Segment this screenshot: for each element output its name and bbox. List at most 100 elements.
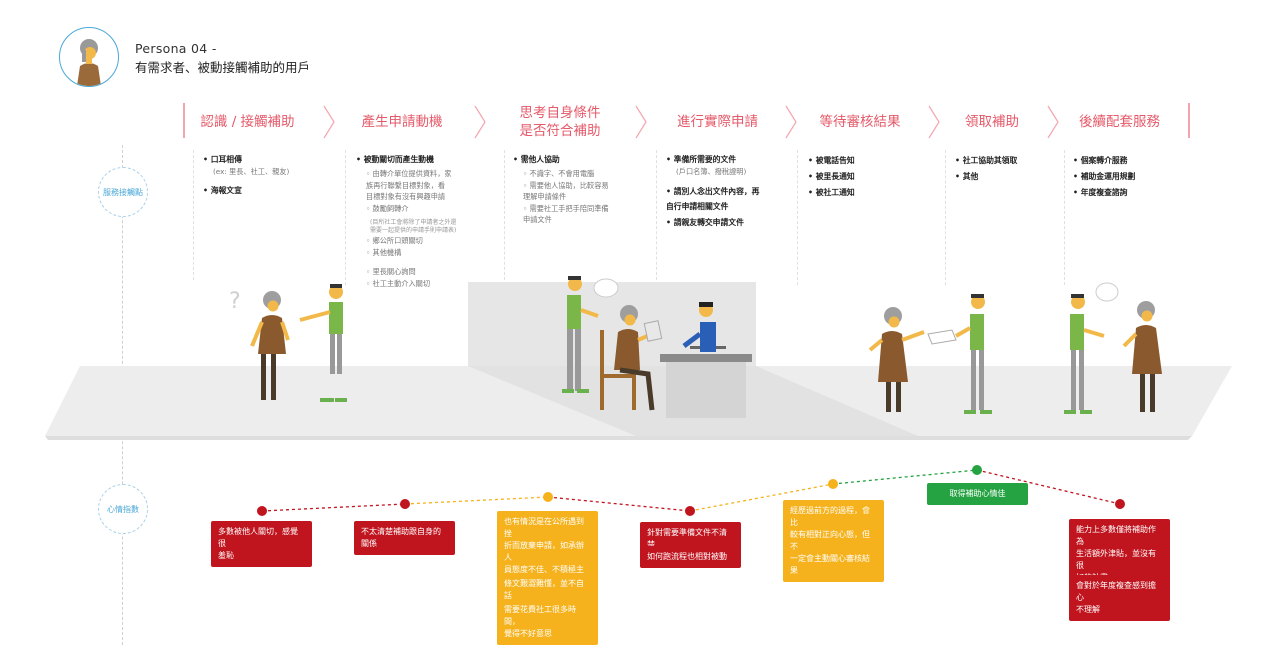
chair-icon [600, 330, 636, 410]
emotion-point [685, 506, 695, 516]
emotion-segment [976, 469, 1121, 505]
column-divider [345, 150, 346, 285]
man-standing-figure [562, 276, 599, 393]
emotion-segment [689, 483, 834, 512]
touchpoint-item: • 被動關切而產生動機 [356, 155, 434, 164]
stage-end-bar [1188, 103, 1190, 138]
touchpoint-sub: (ex: 里長、社工、親友) [213, 167, 290, 176]
touchpoint-item: • 需他人協助 [513, 155, 560, 164]
officer-figure [682, 302, 716, 352]
chevron-right-icon [323, 105, 335, 139]
touchpoint-sub: ◦ 里長關心詢問 [366, 267, 416, 276]
chevron-right-icon [635, 105, 647, 139]
stage-7: 後續配套服務 [1079, 114, 1160, 130]
touchpoint-sub: ◦ 鄉公所口頭關切 [366, 236, 423, 245]
stage-4: 進行實際申請 [677, 114, 758, 130]
touchpoint-sub: ◦ 鼓勵飼轉介 [366, 203, 409, 213]
emotion-point [400, 499, 410, 509]
touchpoint-sub: ◦ 需要社工手把手陪同準備 申請文件 [523, 203, 609, 225]
speech-bubble-icon [593, 278, 619, 298]
elderly-woman-icon [77, 39, 101, 86]
touchpoint-sub: ◦ 其他機構 [366, 247, 402, 257]
touchpoint-sub: (戶口名簿、撥稅證明) [676, 167, 747, 176]
emotion-segment [261, 503, 406, 512]
journey-scene-illustration: ? [45, 276, 1232, 440]
emotion-point [828, 479, 838, 489]
touchpoint-item: • 其他 [955, 172, 979, 181]
touchpoints-col-5: • 被電話告知 • 被里長通知 • 被社工通知 [808, 153, 855, 201]
touchpoint-item: • 請親友轉交申請文件 [666, 217, 744, 227]
touchpoint-item: • 個案轉介服務 [1073, 156, 1128, 165]
persona-title: 有需求者、被動接觸補助的用戶 [135, 60, 311, 75]
emotion-note: 取得補助心情佳 [927, 483, 1028, 505]
touchpoint-item: • 被里長通知 [808, 172, 855, 181]
touchpoints-col-3: • 需他人協助 ◦ 不識字、不會用電腦 ◦ 需要他人協助，比較容易 理解申請條件… [513, 153, 609, 226]
desk-icon [660, 346, 752, 418]
touchpoint-item: • 被電話告知 [808, 156, 855, 165]
touchpoint-item: • 海報文宣 [203, 185, 242, 195]
elderly-woman-figure [868, 307, 925, 412]
chevron-right-icon [1047, 105, 1059, 139]
touchpoint-note: (目所社工會將除了申請者之外還 需要一起提供的申請手則申請表) [370, 219, 457, 234]
touchpoint-item: • 請別人念出文件內容，再 自行申請相關文件 [666, 186, 760, 211]
column-divider [656, 150, 657, 285]
emotion-note: 需要花費社工很多時間， 覺得不好意思 [497, 599, 598, 645]
touchpoints-col-6: • 社工協助其領取 • 其他 [955, 153, 1017, 185]
emotion-segment [547, 496, 691, 512]
chevron-right-icon [928, 105, 940, 139]
stage-5: 等待審核結果 [819, 114, 901, 130]
column-divider [193, 150, 194, 280]
emotion-note: 不太清楚補助跟自身的 關係 [354, 521, 455, 555]
speech-bubble-icon [1095, 282, 1119, 302]
emotion-point [1115, 499, 1125, 509]
stage-1: 認識 / 接觸補助 [200, 114, 295, 130]
man-figure [299, 284, 347, 402]
touchpoint-item: • 年度複查諮詢 [1073, 188, 1128, 197]
emotion-segment [404, 496, 549, 505]
emotion-segment [832, 469, 978, 485]
elderly-woman-figure [250, 291, 290, 400]
touchpoint-row-label: 服務接觸點 [98, 167, 148, 217]
persona-id: Persona 04 - [135, 41, 217, 56]
column-divider [504, 150, 505, 285]
touchpoints-col-7: • 個案轉介服務 • 補助金運用規劃 • 年度複查諮詢 [1073, 153, 1135, 201]
stage-2: 產生申請動機 [361, 114, 443, 130]
column-divider [945, 150, 946, 285]
document-icon [927, 329, 957, 345]
touchpoint-item: • 準備所需要的文件 [666, 155, 737, 164]
persona-avatar [59, 27, 119, 87]
touchpoint-item: • 口耳相傳 [203, 155, 242, 164]
man-figure [1064, 294, 1105, 414]
elderly-woman-seated-figure [614, 305, 663, 411]
emotion-note: 如何跑流程也相對被動 [640, 546, 741, 568]
elderly-woman-figure [1122, 301, 1162, 412]
touchpoints-col-4: • 準備所需要的文件 (戶口名簿、撥稅證明) • 請別人念出文件內容，再 自行申… [666, 153, 759, 229]
stage-3: 思考自身條件 是否符合補助 [519, 105, 601, 139]
touchpoint-item: • 補助金運用規劃 [1073, 172, 1136, 181]
touchpoint-sub: ◦ 需要他人協助，比較容易 理解申請條件 [523, 180, 609, 202]
emotion-curve [257, 465, 1125, 516]
touchpoint-sub: ◦ 社工主動介入關切 [366, 278, 431, 288]
column-divider [1064, 150, 1065, 285]
man-figure [955, 294, 992, 414]
stage-6: 領取補助 [965, 114, 1019, 130]
stage-start-bar [183, 103, 185, 138]
question-mark-icon: ? [229, 289, 241, 314]
emotion-note: 多數被他人關切，感覺很 羞恥 [211, 521, 312, 567]
emotion-point [543, 492, 553, 502]
chevron-right-icon [474, 105, 486, 139]
touchpoint-item: • 社工協助其領取 [955, 156, 1018, 165]
svg-text:?: ? [229, 289, 241, 314]
touchpoints-col-2: • 被動關切而產生動機 ◦ 由轉介單位提供資料，家 族再行聯繫目標對象，看 目標… [356, 153, 456, 289]
column-divider [797, 150, 798, 285]
touchpoint-item: • 被社工通知 [808, 188, 855, 197]
emotion-note: 會對於年度複查感到擔心 不理解 [1069, 575, 1170, 621]
touchpoint-sub: ◦ 不識字、不會用電腦 [523, 169, 595, 178]
emotion-point [972, 465, 982, 475]
emotion-note: 經歷過前方的過程，會比 較有相對正向心態，但不 一定會主動關心審核結果 [783, 500, 884, 582]
touchpoint-sub: ◦ 由轉介單位提供資料，家 族再行聯繫目標對象，看 目標對象有沒有興趣申請 [366, 169, 452, 201]
emotion-row-label: 心情指數 [98, 484, 148, 534]
chevron-right-icon [785, 105, 797, 139]
emotion-point [257, 506, 267, 516]
touchpoints-col-1: • 口耳相傳 (ex: 里長、社工、親友) • 海報文宣 [203, 153, 289, 197]
